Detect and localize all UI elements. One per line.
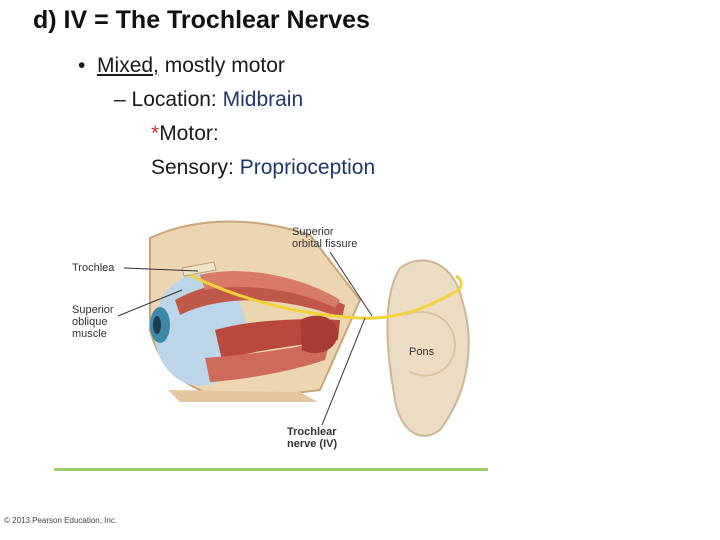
motor-label: Motor: <box>159 122 219 145</box>
location-label: Location: <box>131 88 223 111</box>
copyright-notice: © 2013 Pearson Education, Inc. <box>4 516 118 525</box>
location-dash: – <box>114 88 126 111</box>
label-pons: Pons <box>409 346 435 358</box>
label-line: oblique <box>72 316 108 328</box>
bullet-marker: • <box>78 54 86 77</box>
label-line: Trochlear <box>287 426 337 438</box>
superior-rectus-muscle <box>200 271 340 308</box>
figure-baseline-rule <box>54 468 488 471</box>
leader-trochlea <box>123 267 199 272</box>
motor-star: * <box>151 122 160 145</box>
brainstem-pons <box>386 259 470 437</box>
pons-fold <box>404 310 457 377</box>
sensory-line: Sensory: Proprioception <box>151 156 375 180</box>
label-trochlea: Trochlea <box>72 262 115 274</box>
label-line: nerve (IV) <box>287 438 338 450</box>
tendon-ring <box>300 315 338 354</box>
inferior-muscle <box>205 340 330 382</box>
bullet-rest: mostly motor <box>158 54 285 77</box>
location-value: Midbrain <box>222 88 304 111</box>
trochlear-nerve <box>189 273 463 320</box>
slide-title: d) IV = The Trochlear Nerves <box>33 6 370 34</box>
location-line: – Location: Midbrain <box>114 88 303 112</box>
label-line: orbital fissure <box>292 238 358 250</box>
leader-nerve <box>321 317 366 426</box>
bullet-emphasis: Mixed, <box>97 54 159 77</box>
label-line: muscle <box>72 328 107 340</box>
label-superior-orbital-fissure: Superior orbital fissure <box>292 226 357 250</box>
label-superior-oblique-muscle: Superior oblique muscle <box>72 304 114 340</box>
trochlea <box>181 261 217 277</box>
label-trochlear-nerve: Trochlear nerve (IV) <box>287 426 337 450</box>
orbit-floor <box>168 390 318 402</box>
label-line: Superior <box>72 304 114 316</box>
sensory-value: Proprioception <box>239 156 376 179</box>
leader-superior-oblique <box>117 289 183 317</box>
leader-sof <box>329 251 373 317</box>
motor-line: *Motor: <box>151 122 219 146</box>
bullet-line: • Mixed, mostly motor <box>78 54 285 78</box>
sensory-label: Sensory: <box>151 156 240 179</box>
label-line: Superior <box>292 226 334 238</box>
pupil <box>153 316 161 334</box>
